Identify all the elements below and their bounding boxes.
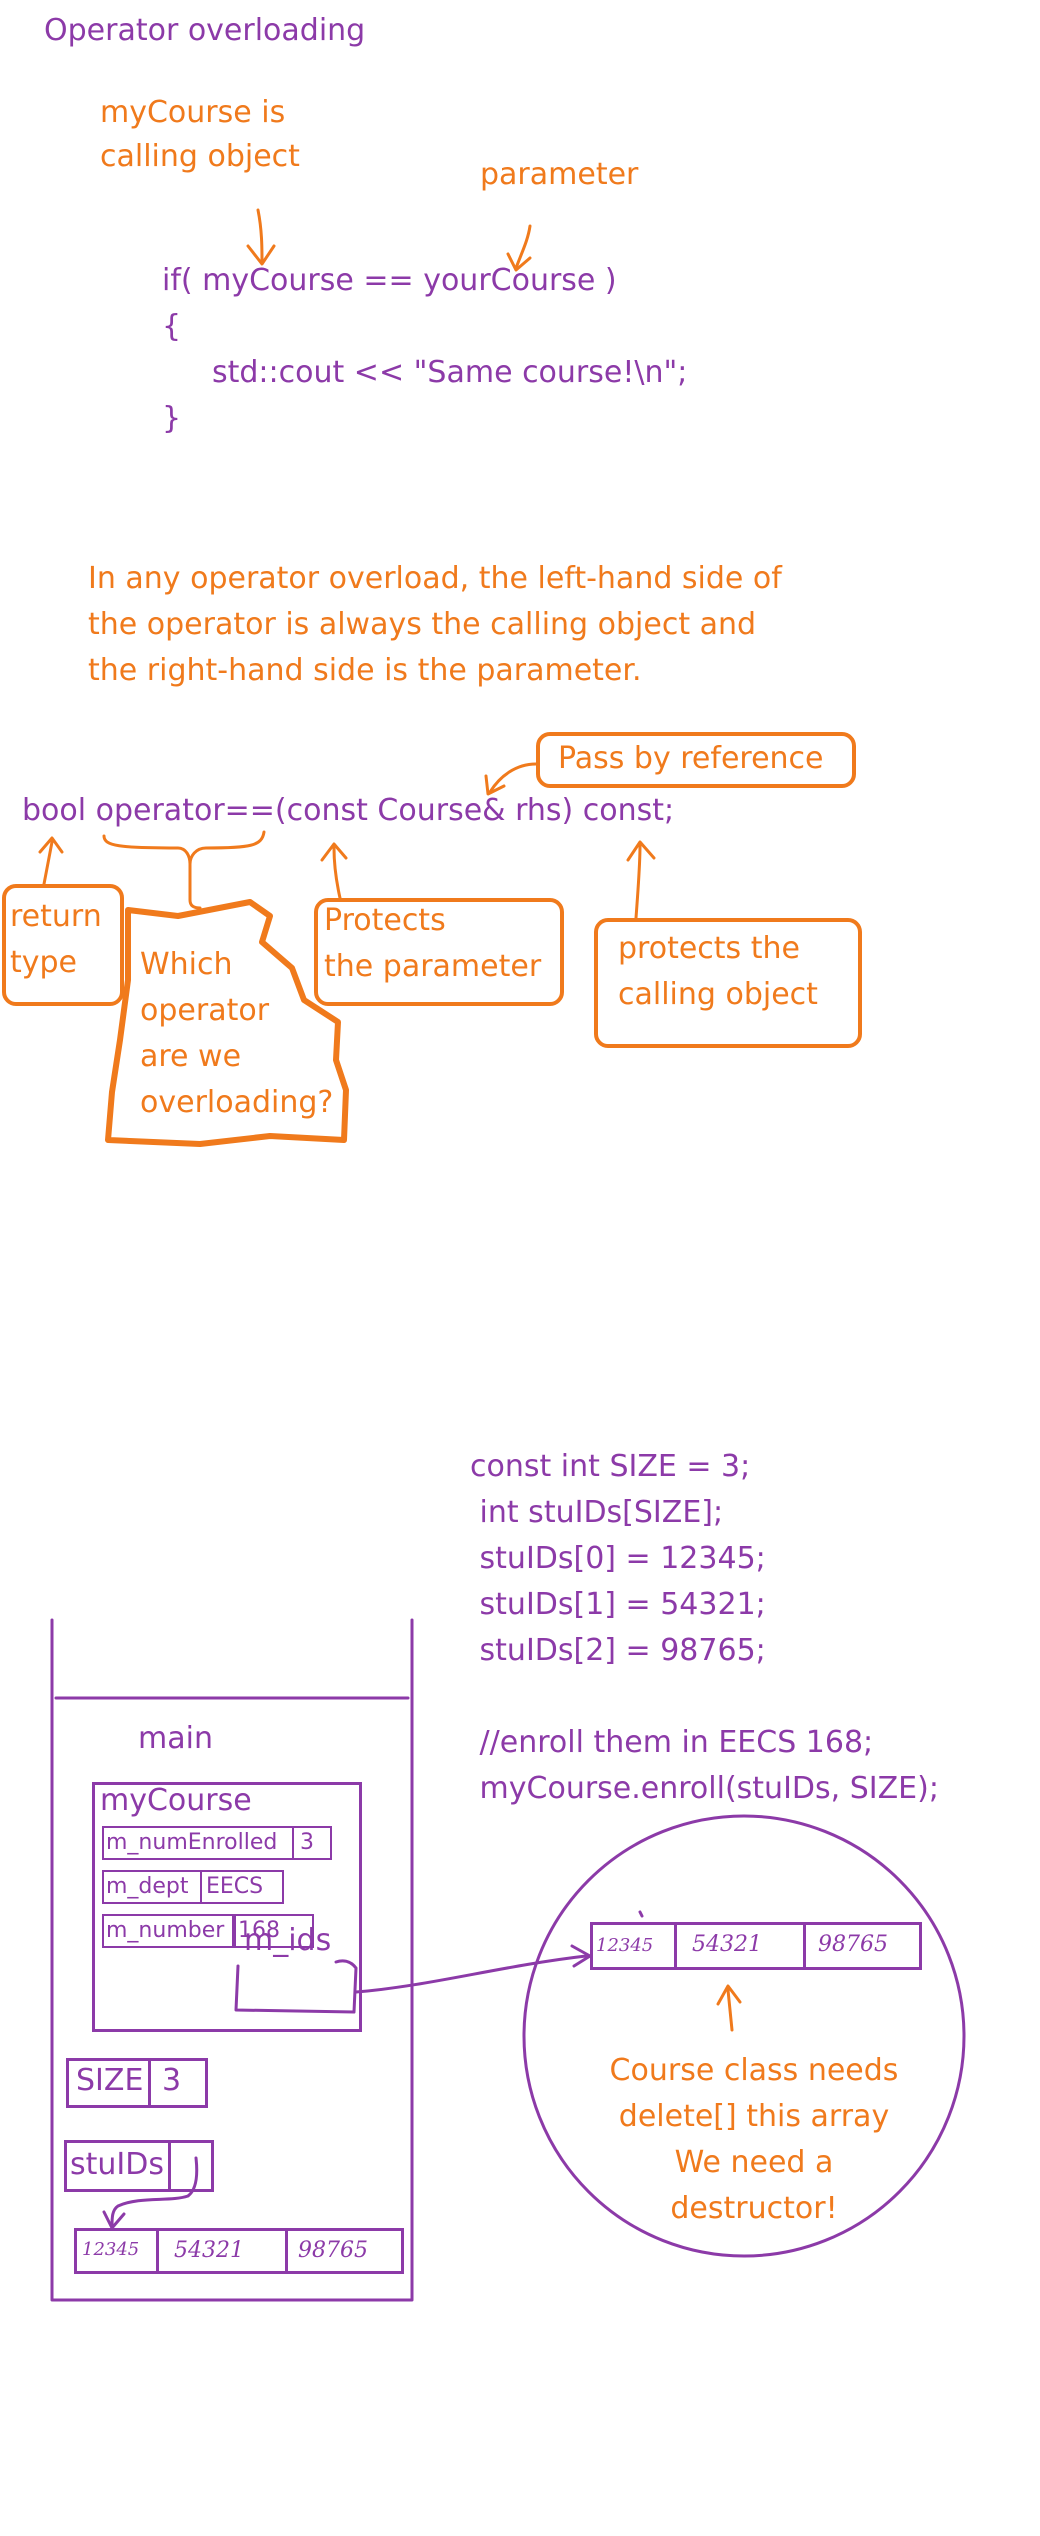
field-dept-value: EECS bbox=[206, 1874, 264, 1899]
which-operator-line4: overloading? bbox=[140, 1085, 334, 1120]
code-if-line3: std::cout << "Same course!\n"; bbox=[212, 355, 688, 390]
code-enroll-line3: stuIDs[0] = 12345; bbox=[470, 1541, 766, 1576]
protects-caller-box bbox=[594, 918, 862, 1048]
mycourse-label: myCourse bbox=[100, 1783, 252, 1818]
code-if-line4: } bbox=[162, 401, 182, 436]
m-ids-outline bbox=[234, 1959, 358, 2014]
field-number bbox=[102, 1914, 234, 1948]
stack-walls bbox=[50, 1618, 414, 2302]
arrow-pass-by-reference bbox=[488, 762, 538, 794]
arrow-parameter bbox=[514, 224, 532, 270]
heap-note-line1: Course class needs bbox=[609, 2053, 899, 2088]
field-ids-name: m_ids bbox=[244, 1923, 332, 1958]
field-numenrolled-cell bbox=[292, 1826, 332, 1860]
which-operator-line2: operator bbox=[140, 993, 270, 1028]
operator-signature: bool operator==(const Course& rhs) const… bbox=[22, 793, 675, 828]
page-title: Operator overloading bbox=[44, 13, 366, 48]
code-enroll-line4: stuIDs[1] = 54321; bbox=[470, 1587, 766, 1622]
pass-by-reference-box bbox=[536, 732, 856, 788]
protects-caller-line2: calling object bbox=[618, 977, 818, 1012]
return-type-line2: type bbox=[10, 945, 78, 980]
code-enroll-line5: stuIDs[2] = 98765; bbox=[470, 1633, 766, 1668]
which-operator-line1: Which bbox=[140, 947, 233, 982]
explanation-line1: In any operator overload, the left-hand … bbox=[88, 561, 782, 596]
parameter-note: parameter bbox=[480, 157, 639, 192]
code-enroll-line1: const int SIZE = 3; bbox=[470, 1449, 751, 1484]
stack-array-middle-cell bbox=[156, 2228, 288, 2274]
pass-by-reference-label: Pass by reference bbox=[558, 741, 824, 776]
arrow-calling-object bbox=[256, 208, 264, 264]
field-dept-name: m_dept bbox=[106, 1874, 189, 1899]
size-value: 3 bbox=[162, 2063, 182, 2098]
stack-array-value-1: 54321 bbox=[174, 2238, 244, 2263]
heap-note-line3: We need a bbox=[674, 2145, 834, 2180]
arrow-protects-parameter bbox=[332, 846, 342, 900]
pointer-stuids-to-array bbox=[110, 2156, 199, 2228]
size-label: SIZE bbox=[76, 2063, 144, 2098]
field-number-name: m_number bbox=[106, 1918, 225, 1943]
field-number-cell bbox=[234, 1914, 314, 1948]
heap-array-middle-cell bbox=[674, 1922, 806, 1970]
mycourse-object bbox=[92, 1782, 362, 2032]
heap-array-value-2: 98765 bbox=[818, 1932, 888, 1957]
which-operator-outline bbox=[105, 899, 349, 1147]
size-cell bbox=[148, 2058, 208, 2108]
heap-note-line2: delete[] this array bbox=[618, 2099, 890, 2134]
code-enroll-line8: myCourse.enroll(stuIDs, SIZE); bbox=[470, 1771, 939, 1806]
code-if-line1: if( myCourse == yourCourse ) bbox=[162, 263, 617, 298]
arrow-note-to-heap bbox=[726, 1988, 734, 2032]
field-dept-cell bbox=[200, 1870, 284, 1904]
return-type-box bbox=[2, 884, 124, 1006]
field-number-value: 168 bbox=[238, 1918, 280, 1943]
field-numenrolled-value: 3 bbox=[300, 1830, 314, 1855]
field-numenrolled-name: m_numEnrolled bbox=[106, 1830, 278, 1855]
arrow-protects-caller bbox=[634, 844, 642, 920]
protects-parameter-line1: Protects bbox=[324, 903, 446, 938]
return-type-line1: return bbox=[10, 899, 102, 934]
stack-frame-label: main bbox=[138, 1721, 213, 1756]
which-operator-line3: are we bbox=[140, 1039, 242, 1074]
stack-array-value-0: 12345 bbox=[82, 2239, 140, 2260]
protects-caller-line1: protects the bbox=[618, 931, 800, 966]
protects-parameter-line2: the parameter bbox=[324, 949, 542, 984]
explanation-line2: the operator is always the calling objec… bbox=[88, 607, 757, 642]
brace-operator bbox=[102, 830, 266, 866]
code-enroll-line7: //enroll them in EECS 168; bbox=[470, 1725, 874, 1760]
arrow-return-type bbox=[42, 840, 54, 886]
explanation-line3: the right-hand side is the parameter. bbox=[88, 653, 642, 688]
calling-object-note-line2: calling object bbox=[100, 139, 300, 174]
calling-object-note-line1: myCourse is bbox=[100, 95, 286, 130]
heap-array-value-0: 12345 bbox=[596, 1935, 654, 1956]
protects-parameter-box bbox=[314, 898, 564, 1006]
code-enroll-line2: int stuIDs[SIZE]; bbox=[470, 1495, 724, 1530]
heap-array-value-1: 54321 bbox=[692, 1932, 762, 1957]
heap-note-line4: destructor! bbox=[670, 2191, 838, 2226]
heap-circle bbox=[522, 1814, 966, 2258]
pointer-mids-to-heap bbox=[354, 1954, 588, 1994]
stack-array-value-2: 98765 bbox=[298, 2238, 368, 2263]
stuids-label: stuIDs bbox=[70, 2147, 164, 2182]
code-if-line2: { bbox=[162, 309, 182, 344]
